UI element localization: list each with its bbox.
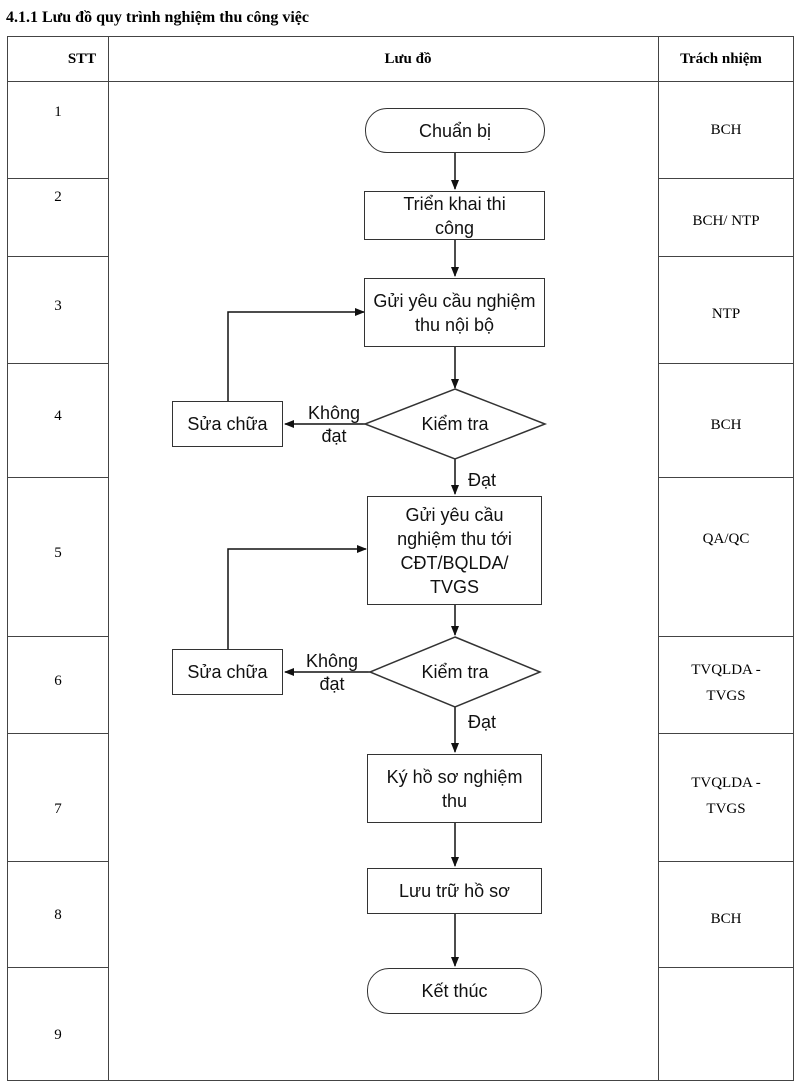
column-header-flow: Lưu đồ bbox=[384, 50, 432, 67]
row-number-5: 5 bbox=[54, 544, 62, 561]
responsibility-2: BCH/ NTP bbox=[692, 213, 760, 229]
column-header-responsibility: Trách nhiệm bbox=[680, 50, 762, 67]
row-number-7: 7 bbox=[54, 800, 62, 817]
pass-label-1: Đạt bbox=[468, 470, 497, 490]
pass-label-2: Đạt bbox=[468, 712, 497, 732]
check-label-2: Kiểm tra bbox=[421, 661, 489, 682]
row-number-8: 8 bbox=[54, 906, 62, 923]
check-diamond-1 bbox=[362, 388, 548, 460]
page-title: 4.1.1 Lưu đồ quy trình nghiệm thu công v… bbox=[6, 9, 309, 26]
row-number-6: 6 bbox=[54, 672, 62, 689]
fail-label-2: Không đạt bbox=[305, 651, 359, 694]
responsibility-4: BCH bbox=[710, 417, 742, 433]
responsibility-8: BCH bbox=[710, 911, 742, 927]
row-number-1: 1 bbox=[54, 103, 62, 120]
check-label-1: Kiểm tra bbox=[421, 413, 489, 434]
row-number-4: 4 bbox=[54, 407, 62, 424]
responsibility-5: QA/QC bbox=[702, 531, 750, 547]
sign-records-process: Ký hồ sơ nghiệm thu bbox=[367, 754, 542, 823]
responsibility-3: NTP bbox=[711, 306, 741, 322]
row-number-2: 2 bbox=[54, 188, 62, 205]
check-diamond-2 bbox=[368, 636, 542, 708]
responsibility-7: TVQLDA - TVGS bbox=[691, 775, 761, 817]
deploy-process: Triển khai thi công bbox=[364, 191, 545, 240]
internal-request-process: Gửi yêu cầu nghiệm thu nội bộ bbox=[364, 278, 545, 347]
start-terminal: Chuẩn bị bbox=[365, 108, 545, 153]
responsibility-1: BCH bbox=[710, 122, 742, 138]
fail-label-1: Không đạt bbox=[307, 403, 361, 446]
end-terminal: Kết thúc bbox=[367, 968, 542, 1014]
column-header-stt: STT bbox=[67, 50, 97, 67]
row-number-9: 9 bbox=[54, 1026, 62, 1043]
archive-records-process: Lưu trữ hồ sơ bbox=[367, 868, 542, 914]
repair-process-1: Sửa chữa bbox=[172, 401, 283, 447]
responsibility-6: TVQLDA - TVGS bbox=[691, 662, 761, 704]
external-request-process: Gửi yêu cầu nghiệm thu tới CĐT/BQLDA/ TV… bbox=[367, 496, 542, 605]
row-number-3: 3 bbox=[54, 297, 62, 314]
repair-process-2: Sửa chữa bbox=[172, 649, 283, 695]
